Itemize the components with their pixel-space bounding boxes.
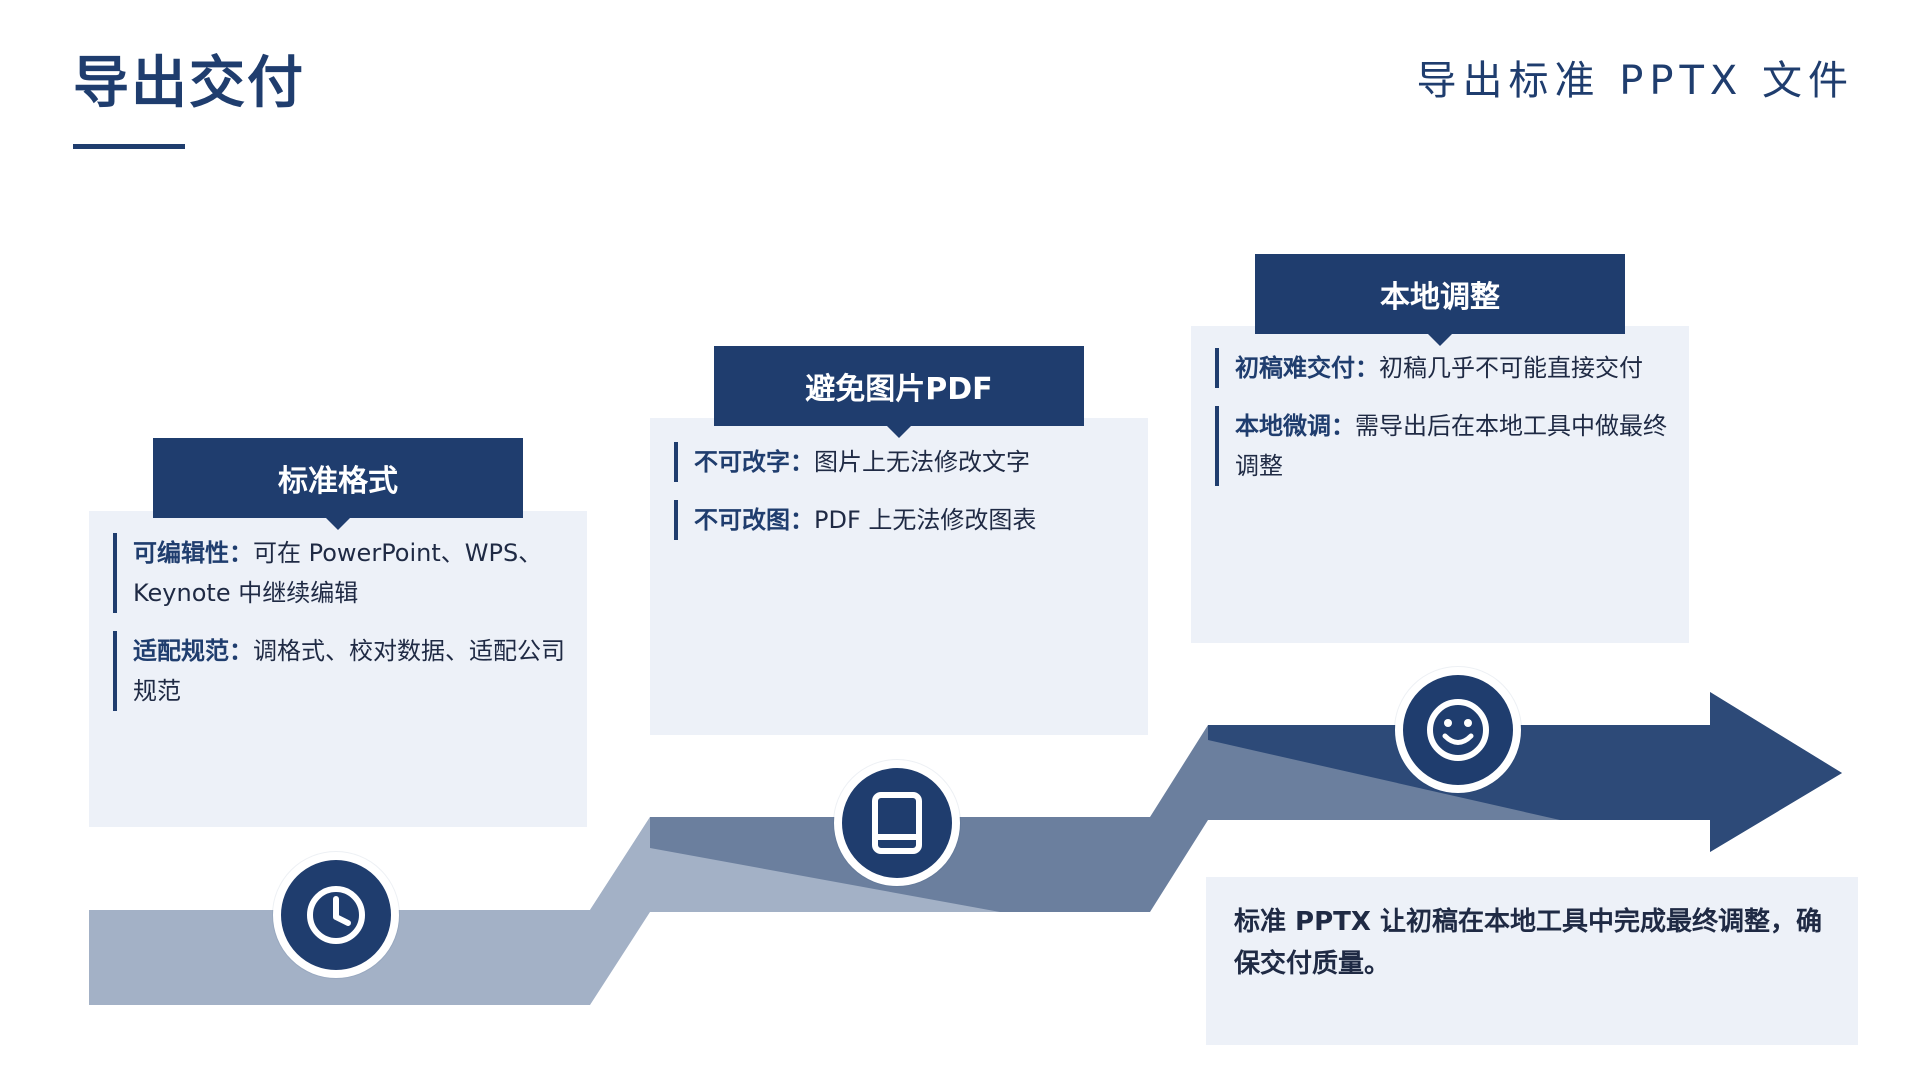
step-heading-2: 避免图片PDF [714, 346, 1084, 426]
point-text: 可在 PowerPoint、WPS、Keynote 中继续编辑 [133, 539, 543, 607]
smile-icon [1395, 667, 1521, 793]
point-title: 不可改字： [694, 448, 814, 476]
title-underline [73, 144, 185, 149]
book-icon [834, 760, 960, 886]
point-title: 适配规范： [133, 637, 253, 665]
page-title: 导出交付 [73, 51, 305, 116]
step-card-3 [1191, 326, 1689, 643]
clock-icon [273, 852, 399, 978]
step-card-1 [89, 511, 587, 827]
point-item: 本地微调：需导出后在本地工具中做最终调整 [1215, 406, 1675, 486]
point-item: 适配规范：调格式、校对数据、适配公司规范 [113, 631, 573, 711]
step-card-2 [650, 418, 1148, 735]
step-heading-3: 本地调整 [1255, 254, 1625, 334]
point-item: 初稿难交付：初稿几乎不可能直接交付 [1215, 348, 1675, 388]
point-title: 不可改图： [694, 506, 814, 534]
step-points-1: 可编辑性：可在 PowerPoint、WPS、Keynote 中继续编辑 适配规… [113, 533, 573, 729]
point-text: 图片上无法修改文字 [814, 448, 1030, 476]
summary-box: 标准 PPTX 让初稿在本地工具中完成最终调整，确保交付质量。 [1206, 877, 1858, 1045]
page-subtitle: 导出标准 PPTX 文件 [1416, 58, 1854, 104]
point-text: 调格式、校对数据、适配公司规范 [133, 637, 565, 705]
step-heading-1: 标准格式 [153, 438, 523, 518]
step-band-3-shade [1208, 692, 1842, 852]
step-points-3: 初稿难交付：初稿几乎不可能直接交付 本地微调：需导出后在本地工具中做最终调整 [1215, 348, 1675, 504]
point-item: 可编辑性：可在 PowerPoint、WPS、Keynote 中继续编辑 [113, 533, 573, 613]
point-item: 不可改图：PDF 上无法修改图表 [674, 500, 1134, 540]
step-points-2: 不可改字：图片上无法修改文字 不可改图：PDF 上无法修改图表 [674, 442, 1134, 558]
point-title: 可编辑性： [133, 539, 253, 567]
point-title: 本地微调： [1235, 412, 1355, 440]
point-text: PDF 上无法修改图表 [814, 506, 1037, 534]
point-text: 初稿几乎不可能直接交付 [1379, 354, 1643, 382]
point-item: 不可改字：图片上无法修改文字 [674, 442, 1134, 482]
point-text: 需导出后在本地工具中做最终调整 [1235, 412, 1667, 480]
point-title: 初稿难交付： [1235, 354, 1379, 382]
